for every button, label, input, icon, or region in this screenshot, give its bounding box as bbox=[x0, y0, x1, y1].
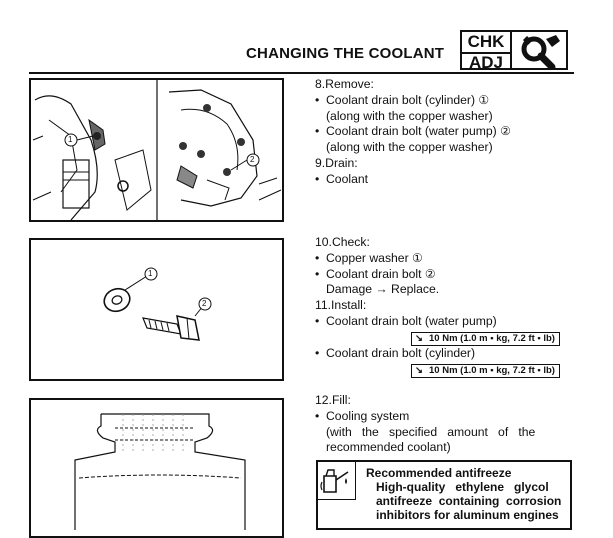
antifreeze-note-text: Recommended antifreeze High-quality ethy… bbox=[366, 466, 561, 522]
install-item-water-pump-bolt: Coolant drain bolt (water pump) bbox=[315, 314, 560, 330]
remove-item-water-pump-bolt: Coolant drain bolt (water pump) ② bbox=[315, 124, 511, 140]
wrench-magnifier-box bbox=[512, 30, 568, 70]
torque-spec-1: ↘ 10 Nm (1.0 m • kg, 7.2 ft • lb) bbox=[411, 331, 560, 346]
drain-bolt-illustration bbox=[32, 80, 282, 221]
oil-can-icon-box bbox=[316, 460, 356, 500]
fill-item-note-1: (with the specified amount of the bbox=[326, 424, 536, 439]
figure-radiator-fill bbox=[29, 398, 284, 538]
remove-item-cylinder-bolt: Coolant drain bolt (cylinder) ① bbox=[315, 93, 511, 109]
drain-item-coolant: Coolant bbox=[315, 172, 511, 188]
step-12-heading: 12.Fill: bbox=[315, 393, 351, 407]
section-remove-drain: 8.Remove: Coolant drain bolt (cylinder) … bbox=[315, 77, 511, 188]
figure-washer-bolt: 1 2 bbox=[29, 238, 284, 381]
badge-line-1: CHK bbox=[467, 32, 505, 51]
section-check-install: 10.Check: Copper washer ① Coolant drain … bbox=[315, 235, 560, 378]
oil-can-icon bbox=[320, 469, 349, 493]
header-rule bbox=[29, 72, 574, 74]
antifreeze-line-1: High-quality ethylene glycol bbox=[376, 480, 549, 494]
install-item-cylinder-bolt: Coolant drain bolt (cylinder) bbox=[315, 346, 560, 362]
section-fill: 12.Fill: Cooling system (with the specif… bbox=[315, 393, 535, 456]
torque-spec-row-2: ↘ 10 Nm (1.0 m • kg, 7.2 ft • lb) bbox=[315, 362, 560, 378]
antifreeze-line-2: antifreeze containing corrosion bbox=[376, 494, 562, 508]
washer-bolt-illustration bbox=[103, 267, 212, 341]
fig2-callout-2: 2 bbox=[202, 299, 207, 308]
check-item-drain-bolt: Coolant drain bolt ② bbox=[315, 267, 560, 283]
torque-value-1: 10 Nm (1.0 m • kg, 7.2 ft • lb) bbox=[429, 332, 555, 344]
torque-spec-row-1: ↘ 10 Nm (1.0 m • kg, 7.2 ft • lb) bbox=[315, 330, 560, 346]
check-item-damage-note: Damage → Replace. bbox=[326, 282, 440, 297]
remove-item-cylinder-bolt-note: (along with the copper washer) bbox=[326, 108, 493, 123]
torque-value-2: 10 Nm (1.0 m • kg, 7.2 ft • lb) bbox=[429, 364, 555, 376]
step-8-heading: 8.Remove: bbox=[315, 77, 374, 91]
radiator-fill-illustration bbox=[74, 413, 246, 530]
chk-adj-badge: CHK ADJ bbox=[460, 30, 512, 72]
fig1-callout-2: 2 bbox=[250, 155, 255, 164]
badge-line-2: ADJ bbox=[462, 52, 510, 72]
torque-wrench-icon: ↘ bbox=[415, 364, 423, 376]
antifreeze-heading: Recommended antifreeze bbox=[366, 466, 512, 480]
fig2-callout-1: 1 bbox=[148, 269, 153, 278]
fill-item-note-2: recommended coolant) bbox=[326, 440, 451, 455]
page-title: CHANGING THE COOLANT bbox=[246, 45, 445, 62]
check-item-copper-washer: Copper washer ① bbox=[315, 251, 560, 267]
antifreeze-line-3: inhibitors for aluminum engines bbox=[376, 508, 559, 522]
fill-item-cooling-system: Cooling system bbox=[315, 409, 535, 425]
fig1-callout-1: 1 bbox=[68, 135, 73, 144]
step-9-heading: 9.Drain: bbox=[315, 155, 358, 170]
step-10-heading: 10.Check: bbox=[315, 235, 370, 249]
figure-drain-bolts: 1 2 bbox=[29, 78, 284, 222]
wrench-magnifier-icon bbox=[521, 35, 560, 69]
step-11-heading: 11.Install: bbox=[315, 298, 367, 313]
torque-wrench-icon: ↘ bbox=[415, 332, 423, 344]
torque-spec-2: ↘ 10 Nm (1.0 m • kg, 7.2 ft • lb) bbox=[411, 363, 560, 378]
remove-item-water-pump-bolt-note: (along with the copper washer) bbox=[326, 140, 493, 155]
